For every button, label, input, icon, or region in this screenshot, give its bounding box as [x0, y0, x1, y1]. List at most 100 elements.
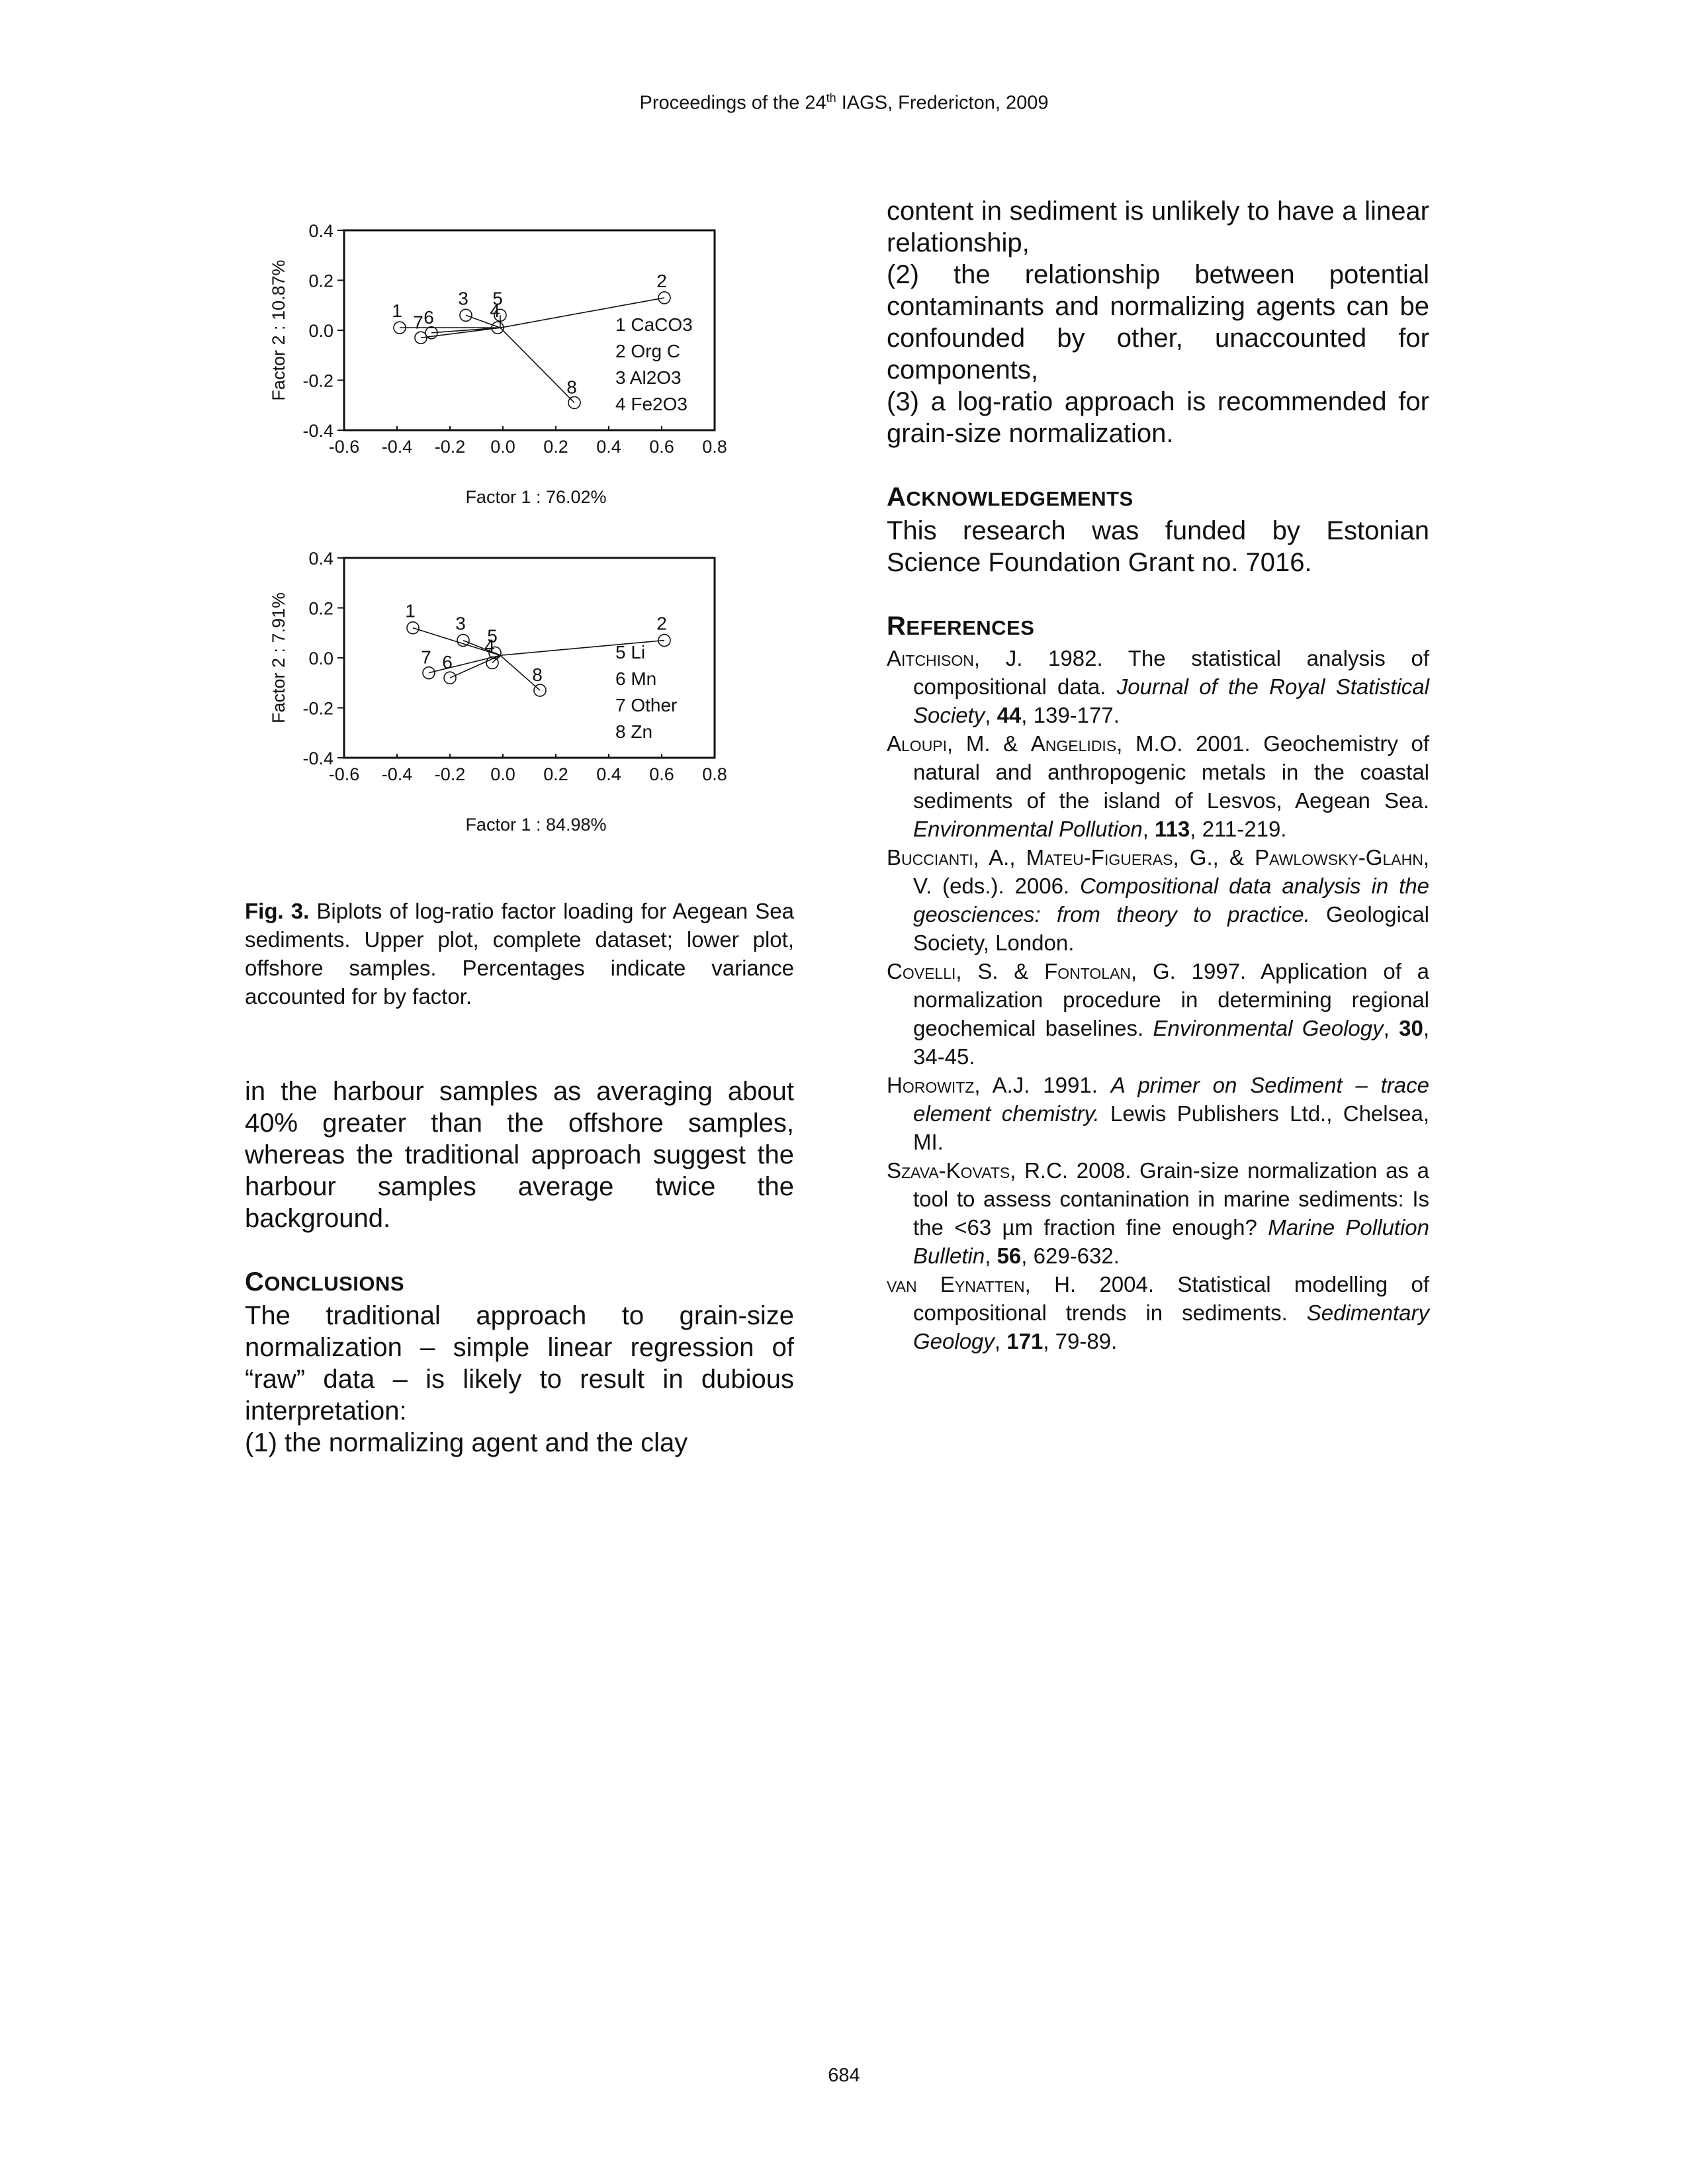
point-label: 3 [458, 288, 468, 308]
y-tick-label: -0.4 [302, 421, 333, 441]
x-tick-label: 0.2 [543, 764, 568, 784]
point-label: 1 [405, 601, 416, 621]
loading-vector [463, 639, 501, 656]
loading-point [568, 396, 581, 410]
x-tick-label: 0.4 [596, 437, 621, 457]
loading-point [425, 326, 438, 340]
legend-entry: 4 Fe2O3 [615, 394, 688, 414]
loading-vector [500, 327, 575, 404]
loading-vector [420, 327, 501, 339]
page-number: 684 [828, 2065, 860, 2086]
x-tick-label: 0.8 [702, 437, 727, 457]
x-tick-label: -0.4 [382, 764, 413, 784]
loading-point [443, 671, 457, 684]
loading-point [533, 684, 547, 697]
section-heading-conclusions: CONCLUSIONS [245, 1267, 405, 1297]
loading-vector [428, 655, 501, 674]
legend-entry: 5 Li [615, 642, 645, 662]
x-tick-label: 0.2 [543, 437, 568, 457]
left-column: in the harbour samples as averaging abou… [245, 1075, 794, 1459]
x-tick-label: -0.4 [382, 437, 413, 457]
reference-list: Aitchison, J. 1982. The statistical anal… [887, 644, 1429, 1355]
point-label: 5 [487, 625, 498, 646]
loading-point [393, 321, 406, 335]
y-tick-label: -0.4 [302, 749, 333, 768]
y-axis-label: Factor 2 : 10.87% [269, 259, 289, 400]
section-heading-references: REFERENCES [887, 612, 1035, 641]
x-tick-label: 0.6 [649, 764, 674, 784]
legend-entry: 3 Al2O3 [615, 367, 682, 388]
x-tick-label: 0.0 [490, 437, 515, 457]
x-tick-label: 0.4 [596, 764, 621, 784]
x-tick-label: 0.0 [490, 764, 515, 784]
running-header: Proceedings of the 24th IAGS, Fredericto… [639, 91, 1049, 114]
x-tick-label: 0.8 [702, 764, 727, 784]
y-tick-label: 0.4 [308, 549, 333, 569]
x-tick-label: -0.2 [435, 437, 466, 457]
reference-item: Buccianti, A., Mateu-Figueras, G., & Paw… [887, 845, 1429, 955]
y-tick-label: 0.0 [308, 321, 333, 341]
y-tick-label: 0.4 [308, 221, 333, 241]
x-tick-label: -0.2 [435, 764, 466, 784]
point-label: 2 [656, 271, 667, 291]
y-tick-label: 0.0 [308, 649, 333, 668]
loading-vector [500, 639, 665, 657]
x-axis-label: Factor 1 : 84.98% [465, 815, 606, 835]
reference-item: Aloupi, M. & Angelidis, M.O. 2001. Geoch… [887, 731, 1430, 841]
loading-vector [500, 297, 665, 329]
point-label: 7 [421, 647, 431, 668]
plot-frame [343, 557, 716, 759]
loading-vector [500, 655, 541, 691]
y-axis-label: Factor 2 : 7.91% [269, 592, 289, 723]
paragraph: content in sediment is unlikely to have … [887, 197, 1429, 257]
loading-vector [494, 652, 501, 656]
point-label: 2 [656, 614, 667, 634]
legend-entry: 8 Zn [615, 721, 652, 742]
reference-item: Szava-Kovats, R.C. 2008. Grain-size norm… [887, 1158, 1430, 1268]
section-heading-acknowledgements: ACKNOWLEDGEMENTS [887, 482, 1133, 512]
point-label: 5 [492, 288, 503, 308]
right-column: content in sediment is unlikely to have … [887, 195, 1429, 1355]
loading-point [494, 308, 507, 322]
y-tick-label: 0.2 [308, 599, 333, 619]
loading-point [459, 308, 472, 322]
legend-entry: 7 Other [615, 695, 677, 715]
point-label: 6 [423, 307, 434, 328]
paragraph: (2) the relationship between potential c… [887, 260, 1429, 385]
loading-point [658, 633, 671, 647]
point-label: 4 [490, 300, 500, 321]
paragraph: (1) the normalizing agent and the clay [245, 1428, 688, 1457]
x-tick-label: -0.6 [329, 764, 360, 784]
point-label: 1 [392, 300, 402, 321]
figure-caption-text: Biplots of log-ratio factor loading for … [245, 899, 794, 1009]
paragraph: in the harbour samples as averaging abou… [245, 1077, 794, 1233]
loading-vector [412, 627, 501, 656]
point-label: 3 [455, 614, 466, 634]
legend-entry: 1 CaCO3 [615, 314, 693, 335]
paragraph: (3) a log-ratio approach is recommended … [887, 387, 1429, 448]
paragraph: The traditional approach to grain-size n… [245, 1301, 794, 1426]
loading-vector [431, 327, 501, 334]
x-tick-label: -0.6 [329, 437, 360, 457]
loading-point [422, 666, 435, 680]
point-label: 8 [566, 377, 577, 397]
reference-item: van Eynatten, H. 2004. Statistical model… [887, 1272, 1429, 1353]
y-tick-label: -0.2 [302, 371, 333, 391]
x-axis-label: Factor 1 : 76.02% [465, 487, 606, 507]
loading-point [406, 621, 420, 635]
figure-caption: Fig. 3. Biplots of log-ratio factor load… [245, 897, 794, 1011]
loading-point [491, 321, 504, 335]
reference-item: Aitchison, J. 1982. The statistical anal… [887, 646, 1429, 727]
loading-point [457, 633, 470, 647]
loading-vector [449, 655, 501, 678]
point-label: 7 [413, 312, 423, 332]
point-label: 4 [484, 636, 495, 657]
figure-label: Fig. 3. [245, 899, 310, 923]
reference-item: Covelli, S. & Fontolan, G. 1997. Applica… [887, 959, 1429, 1069]
reference-item: Horowitz, A.J. 1991. A primer on Sedimen… [887, 1073, 1430, 1154]
x-tick-label: 0.6 [649, 437, 674, 457]
point-label: 8 [532, 664, 543, 685]
legend-entry: 6 Mn [615, 668, 656, 689]
